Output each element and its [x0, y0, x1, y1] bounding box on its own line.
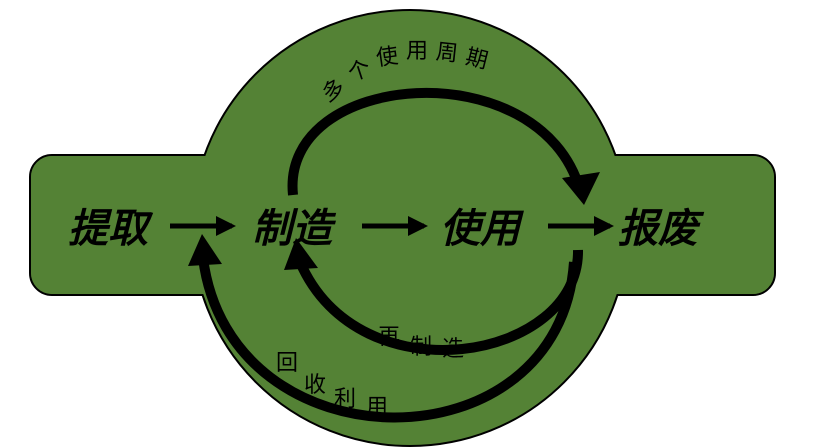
loop-char: 利 — [334, 387, 356, 412]
loop-char: 造 — [442, 337, 464, 362]
stage-labels: 提取 制造 使用 报废 — [68, 206, 705, 252]
loop-label-recycle: 回 收 利 用 — [276, 351, 388, 420]
loop-arrows — [188, 88, 600, 423]
loop-char: 用 — [366, 395, 388, 420]
loop-char: 制 — [410, 335, 432, 360]
loop-char: 再 — [378, 325, 400, 350]
stage-use-label: 使用 — [440, 206, 524, 252]
stage-extract-label: 提取 — [68, 206, 154, 252]
arrow-multiple-use-cycles — [287, 88, 585, 196]
arrow-recycle — [198, 257, 579, 423]
stage-manufacture-label: 制造 — [252, 206, 337, 252]
loop-char: 周 — [435, 40, 460, 67]
loop-label-remanufacture: 再 制 造 — [378, 325, 464, 362]
loop-char: 使 — [375, 44, 400, 72]
loop-char: 回 — [276, 351, 298, 376]
arrowhead-multiple-use-cycles — [562, 172, 600, 205]
arrowhead-remanufacture — [284, 238, 318, 270]
loop-char: 收 — [304, 373, 326, 398]
loop-char: 用 — [406, 39, 428, 64]
arrowhead-recycle — [188, 234, 222, 266]
stage-dispose-label: 报废 — [618, 206, 705, 252]
